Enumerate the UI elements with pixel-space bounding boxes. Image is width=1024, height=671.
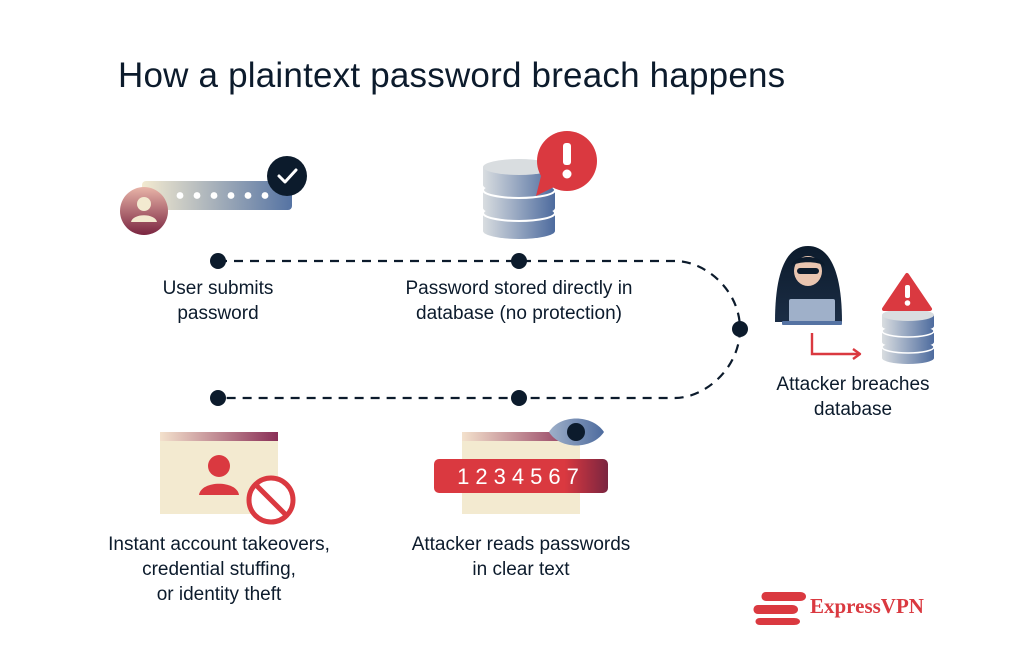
step-caption-stored-in-database: Password stored directly in database (no…: [378, 276, 660, 326]
caption-line: Attacker reads passwords: [411, 534, 631, 555]
check-icon: [267, 156, 307, 196]
step-dot-1: [210, 253, 226, 269]
step-dot-5: [210, 390, 226, 406]
password-field-icon: [142, 181, 292, 210]
alert-bubble-icon: [536, 131, 597, 196]
caption-line: password: [177, 303, 259, 324]
step-dot-2: [511, 253, 527, 269]
caption-line: Instant account takeovers,: [108, 534, 330, 555]
caption-line: database: [813, 399, 893, 420]
breach-arrow-icon: [810, 333, 862, 360]
caption-line: User submits: [162, 278, 274, 299]
revealed-password: 1234567: [457, 464, 585, 489]
caption-line: or identity theft: [156, 584, 282, 605]
step-caption-attacker-breaches: Attacker breaches database: [753, 372, 953, 422]
warning-triangle-icon: [882, 273, 932, 311]
caption-line: credential stuffing,: [142, 559, 296, 580]
hacker-icon: [775, 246, 842, 325]
exposed-password-window-icon: [434, 432, 608, 514]
blocked-icon: [246, 475, 296, 525]
step-caption-user-submits: User submits password: [118, 276, 318, 326]
step-caption-attacker-reads: Attacker reads passwords in clear text: [391, 532, 651, 582]
small-database-icon: [881, 309, 935, 364]
caption-line: Attacker breaches: [776, 374, 930, 395]
step-caption-account-takeover: Instant account takeovers, credential st…: [84, 532, 354, 607]
caption-line: database (no protection): [416, 303, 622, 324]
step-dots: [210, 253, 748, 406]
expressvpn-logo-icon: [753, 592, 806, 625]
caption-line: in clear text: [472, 559, 570, 580]
brand-name: ExpressVPN: [810, 594, 924, 618]
step-dot-4: [511, 390, 527, 406]
diagram-title: How a plaintext password breach happens: [118, 56, 786, 95]
database-icon: [482, 159, 556, 239]
user-avatar-icon: [120, 187, 168, 235]
step-dot-3: [732, 321, 748, 337]
eye-icon: [549, 418, 604, 446]
caption-line: Password stored directly in: [405, 278, 633, 299]
